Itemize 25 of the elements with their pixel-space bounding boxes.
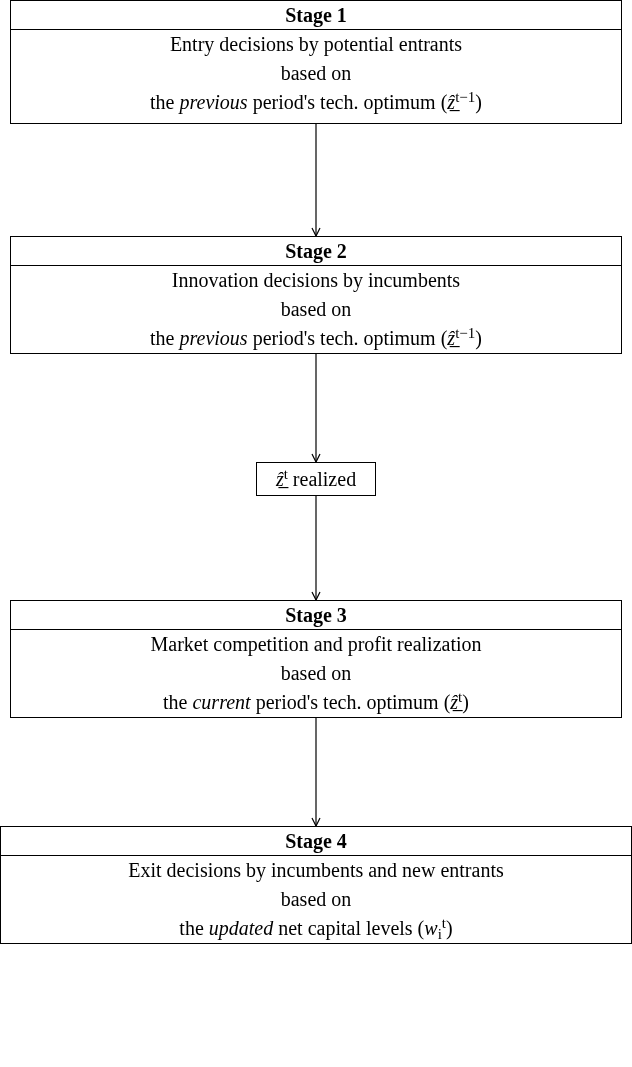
- stage-description-line: the updated net capital levels (w$_{i}$$^{t}$): [178, 914, 454, 943]
- stage-box: [10, 600, 622, 718]
- stage-description-line: Exit decisions by incumbents and new entrants: [127, 858, 505, 884]
- stage-description-line: the previous period's tech. optimum (ẑ̲$^{t−1}$): [149, 88, 483, 116]
- stage-description-line: based on: [279, 297, 353, 322]
- stage-description-line: based on: [279, 661, 353, 686]
- state-box: ẑ̲$^{t}$ realized: [256, 462, 376, 496]
- stage-description-line: based on: [279, 887, 353, 912]
- arrow: [311, 717, 321, 827]
- stage-heading: Stage 3: [11, 601, 621, 630]
- stage-heading: Stage 1: [11, 1, 621, 30]
- arrow: [311, 353, 321, 463]
- stage-description-line: the current period's tech. optimum (ẑ̲$^{t}$): [162, 688, 470, 716]
- stage-box: [10, 236, 622, 354]
- stage-heading: Stage 4: [1, 827, 631, 856]
- stage-description-line: Market competition and profit realization: [149, 632, 483, 658]
- stage-description-line: Entry decisions by potential entrants: [168, 32, 464, 58]
- stage-description-line: Innovation decisions by incumbents: [170, 268, 462, 294]
- stage-box: [0, 826, 632, 944]
- stage-box: [10, 0, 622, 124]
- stage-description-line: the previous period's tech. optimum (ẑ̲$^{t−1}$): [149, 324, 483, 352]
- stage-heading: Stage 2: [11, 237, 621, 266]
- stage-description-line: based on: [279, 61, 353, 86]
- arrow: [311, 495, 321, 601]
- arrow: [311, 123, 321, 237]
